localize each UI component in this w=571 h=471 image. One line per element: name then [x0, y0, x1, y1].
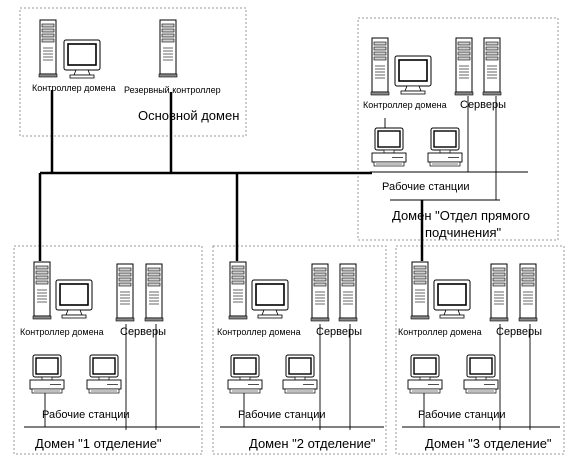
monitor-icon [63, 39, 101, 79]
server-tower-icon [489, 263, 509, 322]
branch3-domain-title: Домен "3 отделение" [425, 436, 552, 451]
server-tower-icon [115, 263, 135, 322]
branch2-servers-label: Серверы [316, 326, 362, 338]
monitor-icon [55, 279, 93, 319]
main-domain-title: Основной домен [138, 108, 239, 123]
server-tower-icon [410, 261, 430, 320]
workstation-icon [86, 354, 122, 394]
server-tower-icon [454, 37, 474, 96]
server-tower-icon [482, 37, 502, 96]
branch1-ws-label: Рабочие станции [42, 409, 130, 421]
branch2-domain-box [212, 245, 387, 455]
branch3-domain: Контроллер домена Серверы Рабочие станци… [398, 261, 560, 451]
direct-ws-label: Рабочие станции [382, 181, 470, 193]
branch2-dc-label: Контроллер домена [217, 327, 301, 337]
workstation-icon [427, 127, 463, 167]
direct-servers-label: Серверы [460, 99, 506, 111]
branch1-domain-title: Домен "1 отделение" [35, 436, 162, 451]
workstation-icon [282, 354, 318, 394]
server-tower-icon [338, 263, 358, 322]
branch1-domain-box [13, 245, 203, 455]
branch2-ws-label: Рабочие станции [238, 409, 326, 421]
server-tower-icon [310, 263, 330, 322]
branch1-servers-label: Серверы [120, 326, 166, 338]
branch3-dc-label: Контроллер домена [398, 327, 482, 337]
main-backup-label: Резервный контроллер [124, 85, 221, 95]
branch1-domain: Контроллер домена Серверы Рабочие станци… [20, 261, 200, 451]
branch3-ws-label: Рабочие станции [418, 409, 506, 421]
branch3-servers-label: Серверы [496, 326, 542, 338]
server-tower-icon [228, 261, 248, 320]
server-tower-icon [32, 261, 52, 320]
workstation-icon [407, 354, 443, 394]
direct-dc-label: Контроллер домена [363, 100, 447, 110]
workstation-icon [371, 127, 407, 167]
server-tower-icon [158, 19, 178, 78]
main-domain: Контроллер домена Резервный контроллер О… [32, 19, 239, 123]
direct-domain-box [357, 17, 559, 241]
branch1-dc-label: Контроллер домена [20, 327, 104, 337]
branch2-domain-title: Домен "2 отделение" [249, 436, 376, 451]
workstation-icon [463, 354, 499, 394]
workstation-icon [227, 354, 263, 394]
main-domain-box [19, 7, 247, 137]
server-tower-icon [144, 263, 164, 322]
server-tower-icon [518, 263, 538, 322]
direct-domain-title-line1: Домен "Отдел прямого [392, 208, 530, 223]
direct-domain-title-line2: подчинения" [425, 225, 501, 240]
server-tower-icon [38, 19, 58, 78]
monitor-icon [433, 279, 471, 319]
branch3-domain-box [395, 245, 565, 455]
direct-domain: Контроллер домена Серверы Рабочие станци… [363, 37, 530, 240]
network-backbone [38, 90, 424, 261]
main-dc-label: Контроллер домена [32, 83, 116, 93]
workstation-icon [29, 354, 65, 394]
branch2-domain: Контроллер домена Серверы Рабочие станци… [217, 261, 384, 451]
server-tower-icon [370, 37, 390, 96]
monitor-icon [251, 279, 289, 319]
monitor-icon [394, 55, 432, 95]
